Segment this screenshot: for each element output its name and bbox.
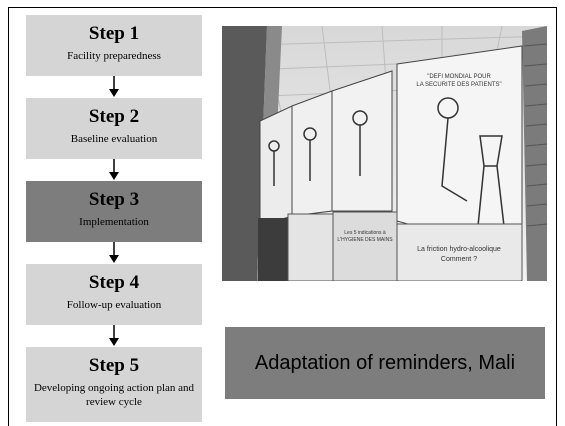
step-2-desc: Baseline evaluation — [70, 133, 158, 145]
poster-photo: "DEFI MONDIAL POUR LA SECURITE DES PATIE… — [222, 26, 547, 281]
step-1-title: Step 1 — [88, 23, 140, 44]
svg-text:LA SECURITE DES PATIENTS": LA SECURITE DES PATIENTS" — [416, 82, 501, 88]
arrow-down-icon — [109, 325, 119, 346]
step-4-title: Step 4 — [88, 272, 140, 293]
step-2-title: Step 2 — [88, 106, 140, 127]
caption-text: Adaptation of reminders, Mali — [254, 351, 516, 374]
arrow-down-icon — [109, 242, 119, 263]
arrow-down-icon — [109, 76, 119, 97]
step-5-title: Step 5 — [88, 355, 140, 376]
step-3-box: Step 3 Implementation — [26, 181, 202, 242]
svg-text:"DEFI MONDIAL POUR: "DEFI MONDIAL POUR — [427, 74, 491, 80]
step-5-box: Step 5 Developing ongoing action plan an… — [26, 347, 202, 422]
svg-text:La friction hydro-alcoolique: La friction hydro-alcoolique — [417, 246, 501, 253]
step-2-box: Step 2 Baseline evaluation — [26, 98, 202, 159]
step-4-box: Step 4 Follow-up evaluation — [26, 264, 202, 325]
caption-box: Adaptation of reminders, Mali — [225, 327, 545, 399]
svg-text:L'HYGIENE DES MAINS: L'HYGIENE DES MAINS — [337, 237, 393, 243]
slide-frame — [8, 7, 557, 426]
step-5-desc: Developing ongoing action plan and revie… — [33, 382, 195, 408]
arrow-down-icon — [109, 159, 119, 180]
step-1-desc: Facility preparedness — [67, 50, 161, 62]
step-4-desc: Follow-up evaluation — [66, 299, 162, 311]
step-1-box: Step 1 Facility preparedness — [26, 15, 202, 76]
svg-text:Les 5 indications à: Les 5 indications à — [344, 230, 386, 236]
svg-text:Comment ?: Comment ? — [441, 256, 477, 263]
step-3-title: Step 3 — [88, 189, 140, 210]
step-3-desc: Implementation — [79, 216, 149, 228]
